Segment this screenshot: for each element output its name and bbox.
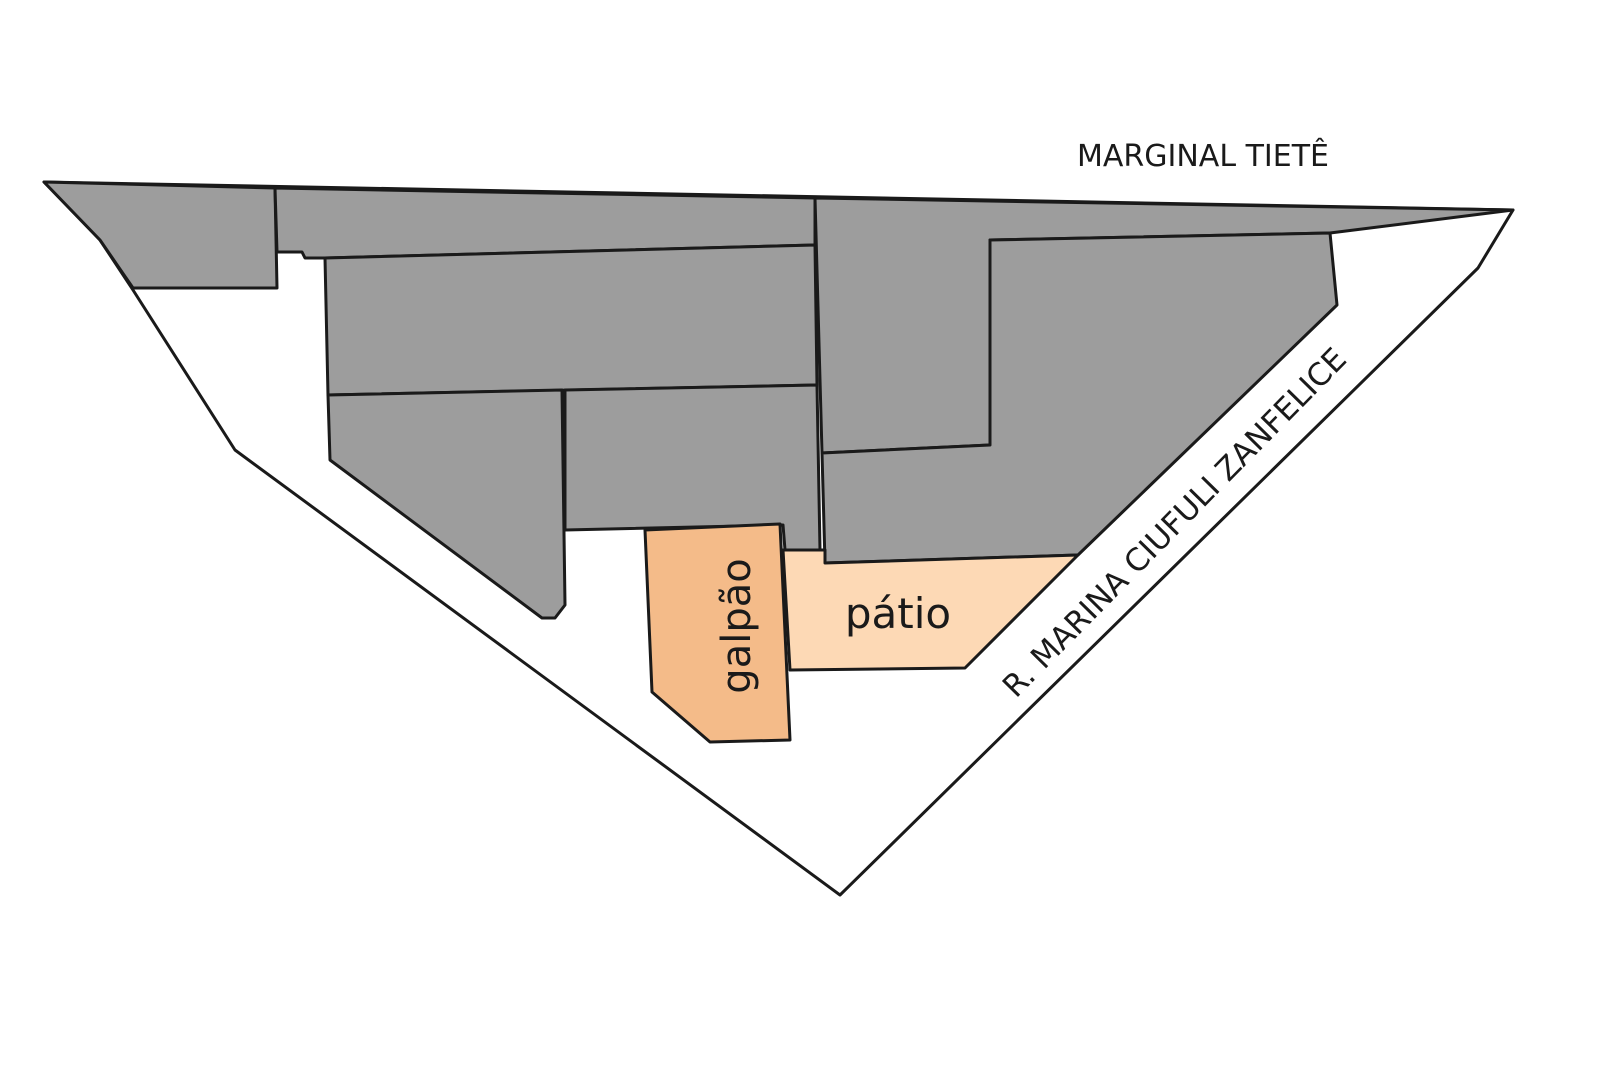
warehouse-area: [643, 522, 792, 744]
neighbor-block-4: [326, 388, 567, 620]
neighbor-block-1: [42, 180, 279, 290]
neighbor-block-3: [323, 243, 819, 397]
yard-area: [781, 548, 1080, 672]
neighbor-block-5: [563, 383, 822, 552]
yard-label: pátio: [845, 589, 951, 638]
street-label-marginal-tiete: MARGINAL TIETÊ: [1077, 138, 1329, 174]
warehouse-label: galpão: [714, 558, 760, 693]
